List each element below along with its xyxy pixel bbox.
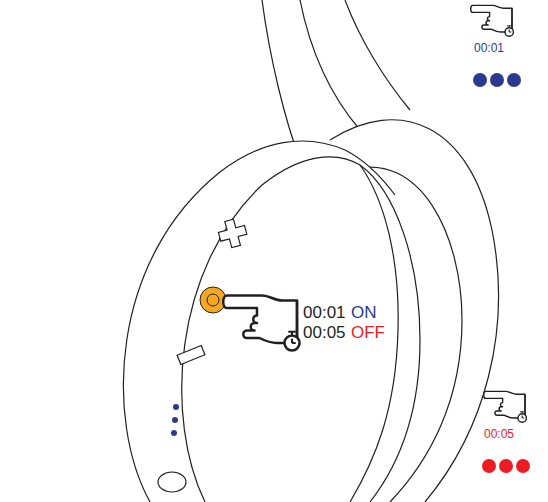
timer-text: 00:05 [303,324,346,341]
state-text: OFF [351,324,385,341]
timer-text: 00:05 [484,428,514,440]
state-text: ON [351,304,377,321]
timer-text: 00:01 [303,304,346,321]
timer-text: 00:01 [474,42,504,54]
